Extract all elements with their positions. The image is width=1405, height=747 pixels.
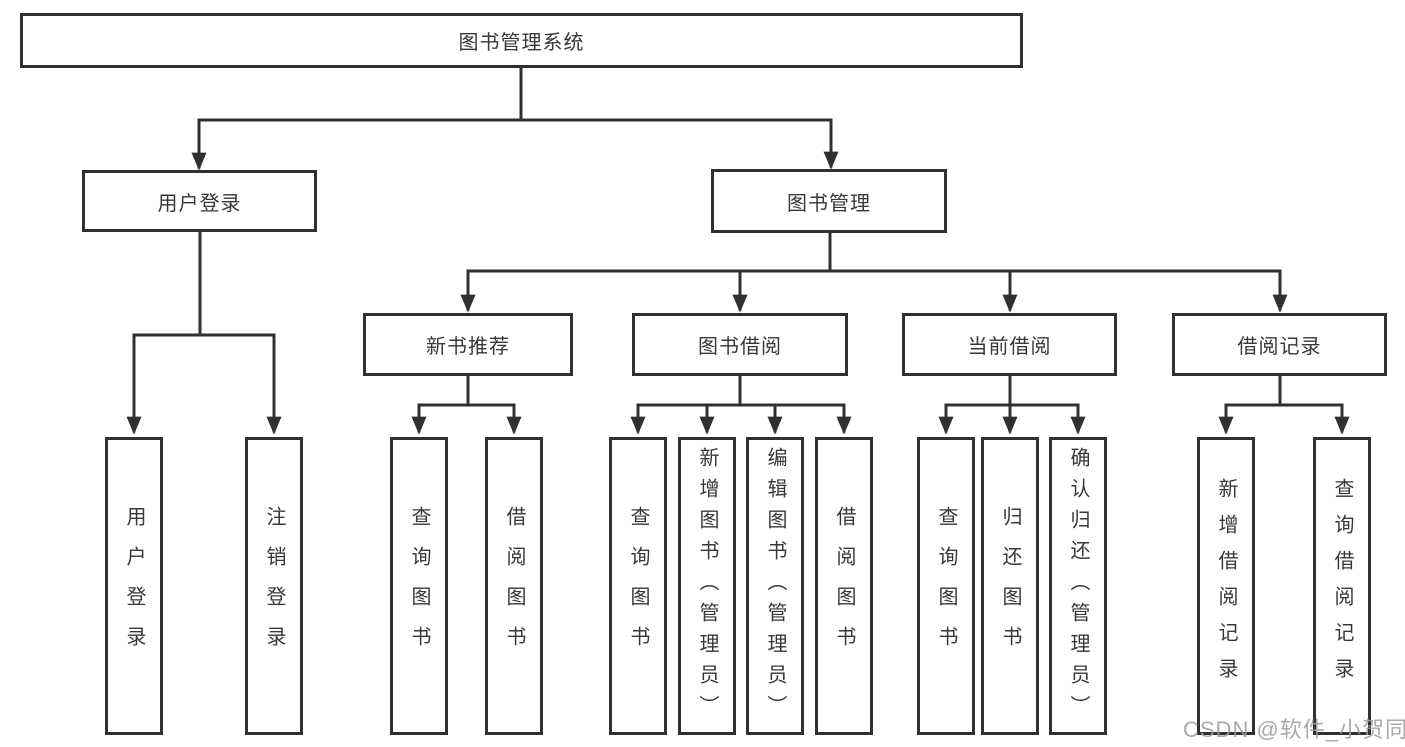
node-query-books-current: 查询图书 [917,437,975,735]
node-edit-books-admin: 编辑图书（管理员） [746,437,804,735]
node-book-management: 图书管理 [711,169,947,233]
node-new-book-recommend: 新书推荐 [363,313,573,376]
node-book-borrowing: 图书借阅 [632,313,848,376]
node-user-login-group: 用户登录 [82,170,317,232]
node-logout-leaf: 注销登录 [245,437,303,735]
node-add-books-admin: 新增图书（管理员） [678,437,736,735]
node-query-books-recommend: 查询图书 [390,437,448,735]
node-library-management-system: 图书管理系统 [20,13,1023,68]
node-user-login-leaf: 用户登录 [105,437,163,735]
node-current-borrowing: 当前借阅 [902,313,1117,376]
node-query-borrow-record: 查询借阅记录 [1313,437,1371,735]
node-borrow-records: 借阅记录 [1172,313,1387,376]
node-borrow-books-recommend: 借阅图书 [485,437,543,735]
node-confirm-return-admin: 确认归还（管理员） [1049,437,1107,735]
node-return-books: 归还图书 [981,437,1039,735]
node-query-books-borrowing: 查询图书 [609,437,667,735]
node-borrow-books-borrowing: 借阅图书 [815,437,873,735]
csdn-watermark: CSDN @软件_小贺同学 [1183,717,1405,742]
node-add-borrow-record: 新增借阅记录 [1197,437,1255,735]
